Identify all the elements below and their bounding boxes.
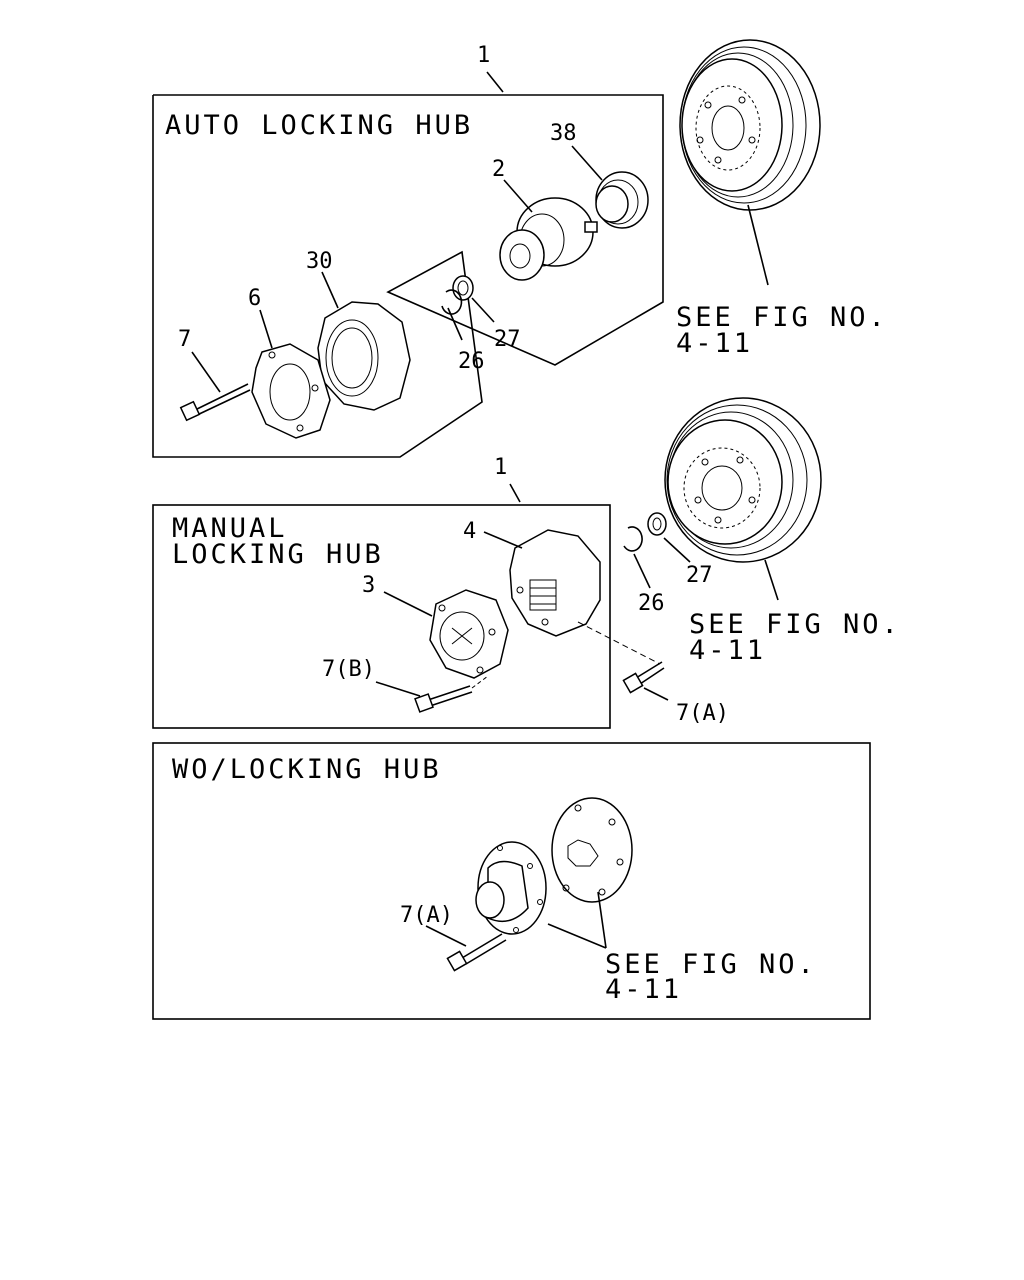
leader-wo-ref-1 <box>547 923 607 949</box>
part-27-washer-manual <box>647 512 667 536</box>
leader-manual-7b <box>375 681 421 697</box>
leader-auto-30 <box>321 271 339 309</box>
see-fig-ref-c-line2: 4-11 <box>605 974 682 1005</box>
part-30-housing <box>317 301 411 411</box>
part-26-snap-ring-manual <box>623 526 643 552</box>
callout-manual-7b: 7(B) <box>322 657 375 682</box>
wo-locking-hub-title: WO/LOCKING HUB <box>172 754 442 785</box>
callout-manual-3: 3 <box>362 573 375 598</box>
callout-manual-4: 4 <box>463 519 476 544</box>
part-38-ring <box>595 171 649 229</box>
manual-locking-hub-title-line1: MANUAL <box>172 513 288 544</box>
callout-auto-27: 27 <box>494 327 521 352</box>
see-fig-ref-b-line1: SEE FIG NO. <box>689 609 901 640</box>
callout-auto-26: 26 <box>458 349 485 374</box>
leader-wo-7a <box>425 925 467 947</box>
part-27-washer-auto <box>452 275 474 301</box>
part-7a-bolt-manual <box>577 621 665 694</box>
auto-locking-hub-box <box>152 94 664 458</box>
part-7b-bolt <box>414 675 489 713</box>
manual-locking-hub-box <box>152 504 611 729</box>
callout-auto-2: 2 <box>492 157 505 182</box>
leader-auto-6 <box>259 309 273 349</box>
leader-auto-27 <box>471 297 495 323</box>
auto-locking-hub-title: AUTO LOCKING HUB <box>165 110 473 141</box>
leader-manual-27 <box>663 537 691 563</box>
leader-auto-2 <box>503 179 533 213</box>
leader-manual-3 <box>383 591 433 617</box>
brake-rotor-top <box>679 39 821 211</box>
leader-ref-a <box>747 204 769 286</box>
wo-flange-plate <box>551 797 633 903</box>
wo-locking-hub-box <box>152 742 871 1020</box>
part-6-flange <box>251 343 331 439</box>
callout-auto-38: 38 <box>550 121 577 146</box>
part-7a-bolt-wo <box>446 933 507 972</box>
brake-rotor-middle <box>664 397 822 563</box>
leader-manual-26 <box>633 553 651 589</box>
callout-auto-30: 30 <box>306 249 333 274</box>
leader-wo-ref-2 <box>597 891 607 949</box>
see-fig-ref-a-line1: SEE FIG NO. <box>676 302 888 333</box>
leader-ref-b <box>764 559 779 601</box>
leader-auto-26 <box>447 307 463 341</box>
callout-wo-7a: 7(A) <box>400 903 453 928</box>
leader-manual-1 <box>509 483 521 503</box>
see-fig-ref-b-line2: 4-11 <box>689 635 766 666</box>
callout-auto-7: 7 <box>178 327 191 352</box>
callout-auto-6: 6 <box>248 286 261 311</box>
leader-auto-1 <box>486 71 504 93</box>
see-fig-ref-c-line1: SEE FIG NO. <box>605 949 817 980</box>
part-26-snap-ring-auto <box>441 289 463 315</box>
callout-manual-27: 27 <box>686 563 713 588</box>
see-fig-ref-a-line2: 4-11 <box>676 328 753 359</box>
part-2-gear-assembly <box>499 197 598 281</box>
callout-manual-7a: 7(A) <box>676 701 729 726</box>
leader-auto-38 <box>571 145 603 181</box>
part-3-knob-cover <box>429 589 509 679</box>
leader-auto-7 <box>191 351 221 393</box>
callout-manual-26: 26 <box>638 591 665 616</box>
part-7-bolt-auto <box>179 383 251 422</box>
leader-manual-4 <box>483 531 523 549</box>
callout-auto-1: 1 <box>477 43 490 68</box>
leader-manual-7a <box>643 687 669 701</box>
wo-hub-cap <box>475 841 547 935</box>
callout-manual-1: 1 <box>494 455 507 480</box>
manual-locking-hub-title-line2: LOCKING HUB <box>172 539 384 570</box>
part-4-hub-body <box>509 529 601 637</box>
